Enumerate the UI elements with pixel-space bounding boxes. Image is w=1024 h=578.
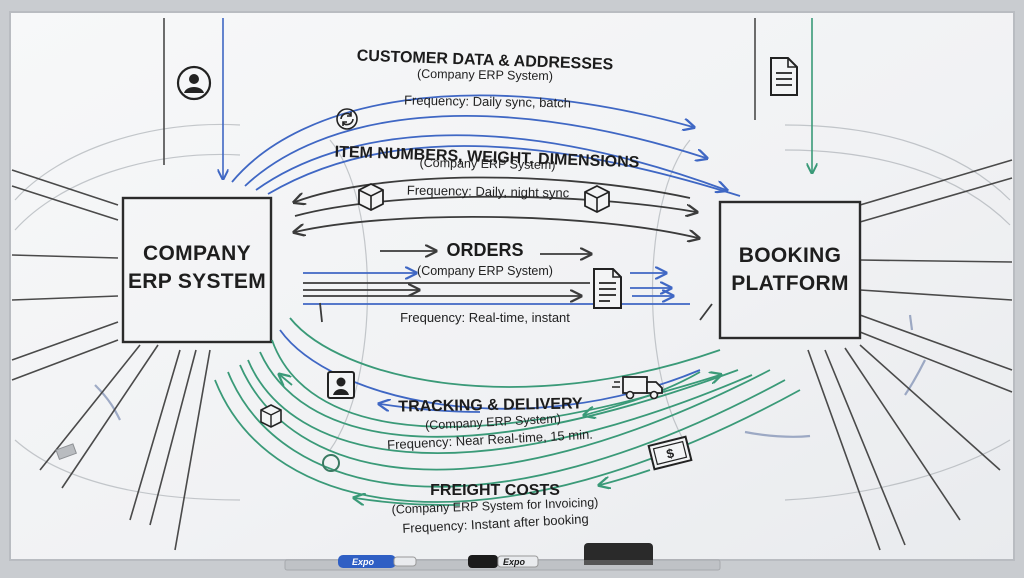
- blue-marker[interactable]: Expo: [338, 555, 417, 568]
- box-icon: [358, 182, 384, 212]
- circle-mark-icon: [322, 454, 340, 472]
- background-ghost-lines: [14, 123, 1011, 501]
- user-icon: [327, 371, 355, 399]
- black-marker-brand: Expo: [503, 557, 526, 567]
- flow-items-arcs: [295, 176, 698, 238]
- truck-icon: [612, 376, 663, 400]
- flow-orders-title: ORDERS: [446, 240, 524, 260]
- user-icon: [176, 65, 212, 101]
- flow-customer-arcs: [231, 94, 741, 197]
- box-icon: [584, 184, 610, 214]
- company-erp-box: [121, 196, 273, 344]
- money-icon: $: [647, 435, 693, 471]
- booking-platform-line2: PLATFORM: [731, 272, 849, 295]
- booking-platform-line1: BOOKING: [738, 244, 842, 267]
- svg-text:$: $: [665, 445, 676, 461]
- sync-icon: [336, 108, 358, 130]
- black-marker[interactable]: Expo: [468, 555, 539, 568]
- flow-orders-lines: [303, 251, 713, 323]
- booking-platform-label: BOOKING PLATFORM: [720, 242, 860, 298]
- company-erp-label: COMPANY ERP SYSTEM: [123, 240, 271, 296]
- flow-orders-source: (Company ERP System): [417, 264, 553, 278]
- eraser-smudge-icon: [55, 443, 77, 461]
- right-outer-strokes: [807, 159, 1013, 551]
- company-erp-line1: COMPANY: [143, 242, 251, 265]
- document-icon: [593, 268, 622, 309]
- flow-orders-frequency: Frequency: Real-time, instant: [400, 310, 570, 325]
- company-erp-line2: ERP SYSTEM: [128, 270, 266, 293]
- left-outer-strokes: [11, 169, 211, 551]
- box-icon: [260, 404, 282, 428]
- flow-freight-title: FREIGHT COSTS: [430, 482, 560, 499]
- document-icon: [770, 57, 798, 96]
- eraser[interactable]: [584, 543, 653, 565]
- blue-marker-brand: Expo: [352, 557, 375, 567]
- booking-platform-box: [718, 200, 862, 340]
- board-surface: [10, 12, 1014, 560]
